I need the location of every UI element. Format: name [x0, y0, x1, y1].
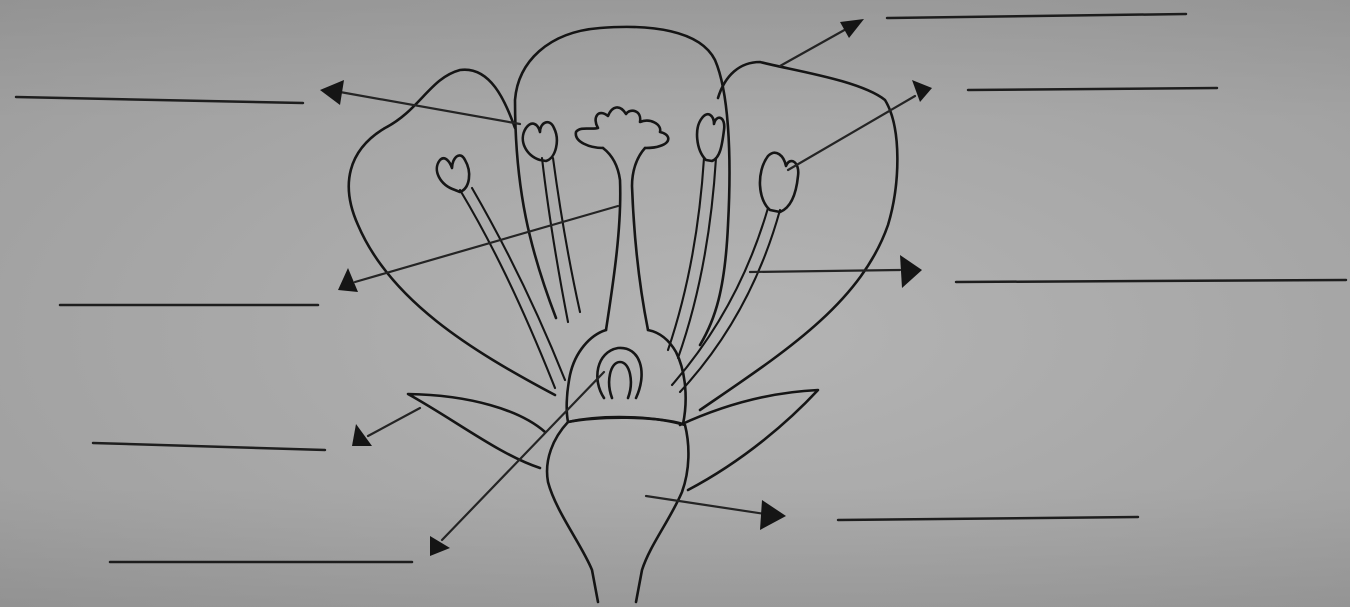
answer-blank-upper-left[interactable] [16, 97, 303, 103]
receptacle-left-side [547, 422, 598, 602]
anther-inner-left [523, 122, 557, 161]
stigma [576, 107, 668, 148]
arrowhead-icon [338, 268, 358, 292]
pointer-line-receptacle [646, 496, 765, 514]
arrowhead-icon [912, 80, 932, 102]
pointer-arrows [320, 19, 932, 556]
pointer-line-sepal [368, 408, 420, 436]
pointer-line-stamen-left [340, 92, 520, 124]
arrowhead-icon [430, 536, 450, 556]
arrowhead-icon [900, 255, 922, 288]
flower-drawing [349, 27, 898, 602]
answer-blanks [16, 14, 1346, 562]
receptacle [568, 417, 688, 602]
answer-blank-lower-left[interactable] [93, 443, 325, 450]
arrowhead-icon [840, 19, 864, 38]
left-sepal [408, 394, 545, 468]
pointer-line-ovary [442, 372, 604, 540]
pointer-line-petal [780, 28, 848, 66]
right-sepal [680, 390, 818, 490]
anther-far-right [760, 153, 798, 212]
anther-inner-right [697, 114, 724, 161]
anther-far-left [437, 155, 469, 192]
pointer-line-style [355, 206, 618, 282]
answer-blank-bottom-right[interactable] [838, 517, 1138, 520]
arrowhead-icon [320, 80, 344, 105]
answer-blank-top-right-2[interactable] [968, 88, 1217, 90]
arrowhead-icon [760, 500, 786, 530]
right-petal [700, 62, 897, 410]
answer-blank-top-right-1[interactable] [887, 14, 1186, 18]
back-petal [515, 27, 729, 345]
pistil-style [603, 148, 648, 330]
answer-blank-middle-right[interactable] [956, 280, 1346, 282]
pointer-line-filament [750, 270, 900, 272]
ovary [567, 330, 686, 424]
